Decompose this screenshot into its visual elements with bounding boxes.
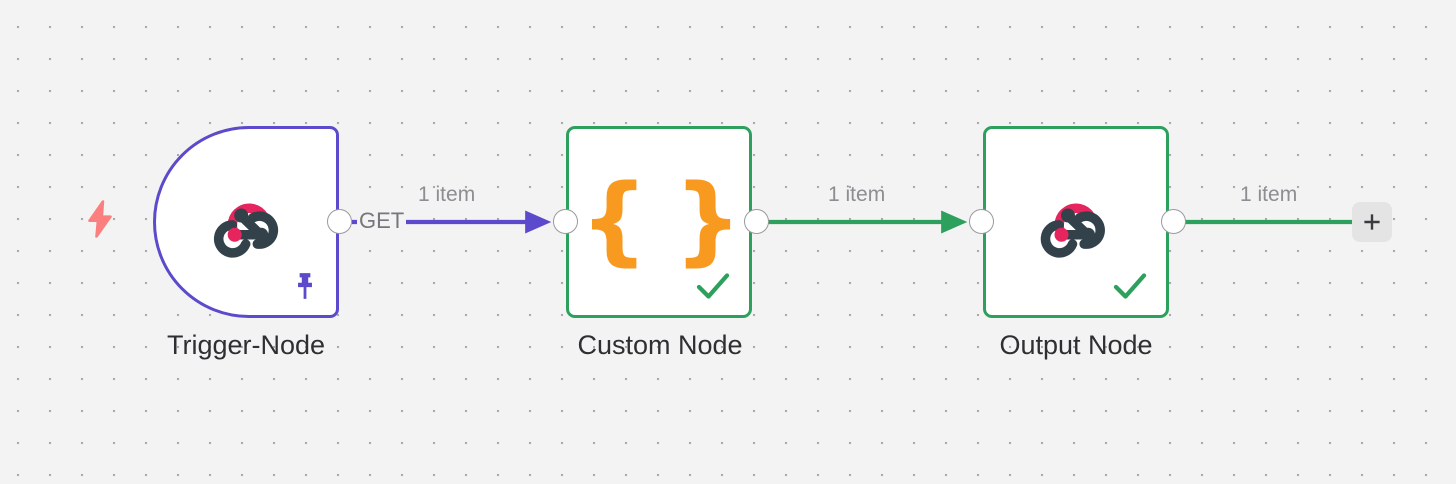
edge-label-items-1: 1 item (418, 183, 476, 206)
check-icon (1113, 271, 1147, 301)
node-caption-output: Output Node (999, 330, 1153, 360)
lightning-bolt-icon (86, 200, 114, 238)
edge-label-items-2: 1 item (828, 183, 886, 206)
endpoint-custom-output[interactable] (744, 209, 769, 234)
webhook-icon (209, 182, 289, 262)
edge-label-items-3: 1 item (1240, 183, 1298, 206)
node-trigger-node[interactable] (153, 126, 339, 318)
braces-icon: { } (579, 164, 742, 277)
edge-label-method: GET (357, 208, 407, 234)
node-caption-custom: Custom Node (577, 330, 743, 360)
endpoint-trigger-output[interactable] (327, 209, 352, 234)
node-custom-node[interactable]: { } (566, 126, 752, 318)
endpoint-custom-input[interactable] (553, 209, 578, 234)
node-caption-trigger: Trigger-Node (166, 330, 326, 360)
check-icon (696, 271, 730, 301)
endpoint-output-output[interactable] (1161, 209, 1186, 234)
pin-icon[interactable] (292, 271, 318, 301)
webhook-icon (1036, 182, 1116, 262)
node-output-node[interactable] (983, 126, 1169, 318)
endpoint-output-input[interactable] (969, 209, 994, 234)
add-node-button[interactable] (1352, 202, 1392, 242)
